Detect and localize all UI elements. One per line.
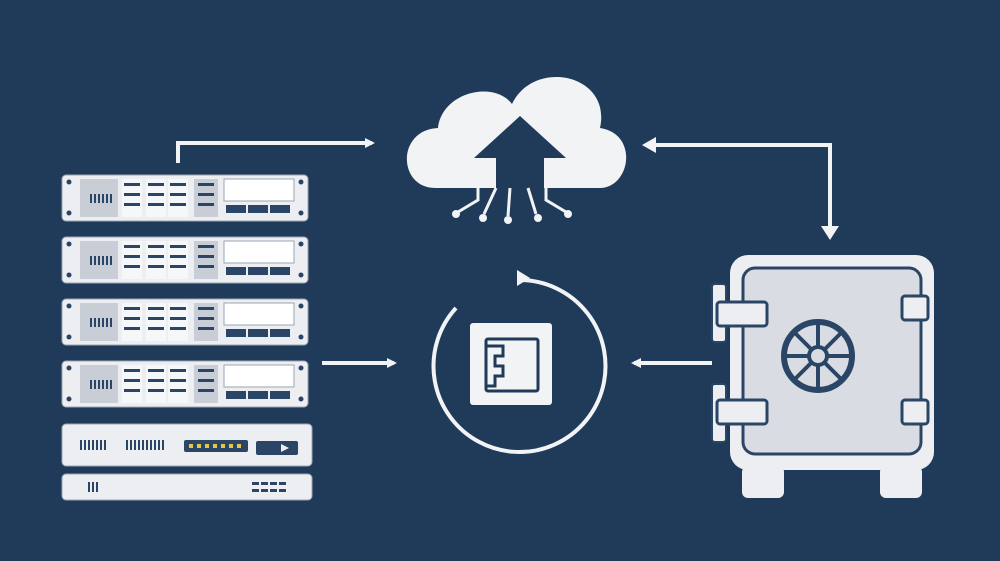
circuit-lines	[457, 187, 567, 217]
sync-cycle-icon	[431, 270, 608, 454]
network-switch-unit	[61, 423, 313, 467]
edge-cloud-vault-bidirectional	[642, 137, 839, 240]
storage-unit-bottom	[61, 473, 313, 501]
server-unit-2	[61, 236, 309, 284]
server-unit-3	[61, 298, 309, 346]
safe-vault-icon	[711, 255, 934, 498]
arrowhead-left-icon	[642, 137, 656, 153]
server-unit-1	[61, 174, 309, 222]
safe-foot-right	[880, 466, 922, 498]
cycle-arrowhead-icon	[517, 270, 530, 286]
server-rack-icon	[61, 174, 313, 501]
safe-latch-bottom	[900, 398, 930, 426]
safe-door	[741, 266, 923, 456]
cloud-upload-icon	[406, 77, 627, 224]
chip-icon	[470, 323, 552, 405]
safe-latch-top	[900, 294, 930, 322]
up-arrow-icon	[474, 116, 566, 188]
edge-server-to-cloud	[176, 138, 375, 163]
safe-hinge-bottom	[715, 398, 769, 426]
safe-dial-wheel-icon	[781, 319, 855, 393]
safe-hinge-top	[715, 300, 769, 328]
server-unit-4	[61, 360, 309, 408]
safe-foot-left	[742, 466, 784, 498]
arrowhead-down-icon	[821, 226, 839, 240]
